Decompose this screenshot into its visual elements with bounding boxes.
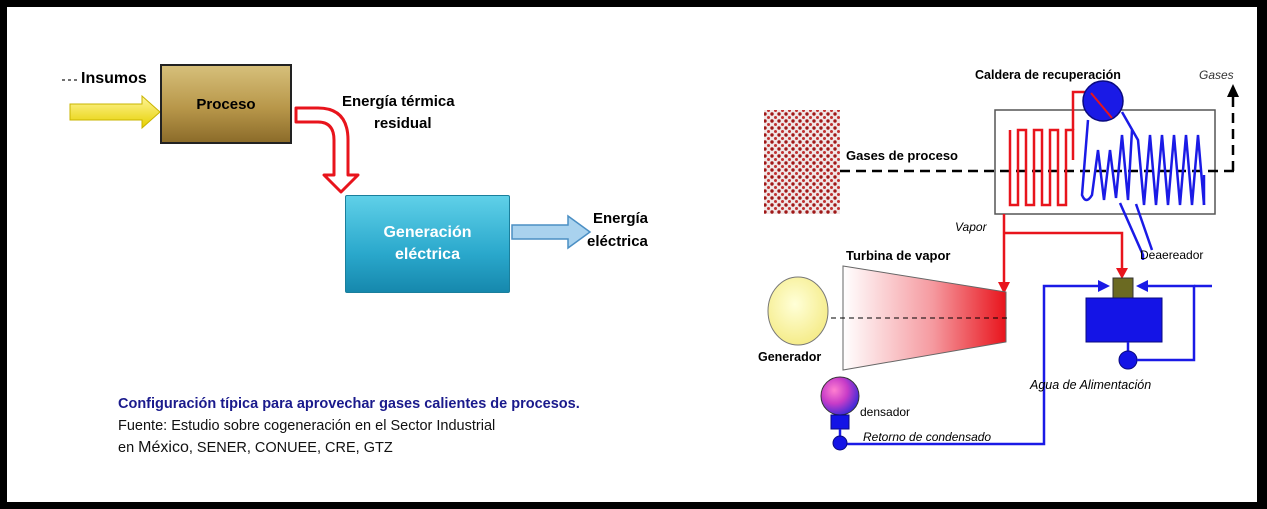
condensate-pump	[832, 435, 848, 451]
proceso-label: Proceso	[196, 95, 256, 113]
condenser-hotwell	[830, 414, 850, 430]
insumos-arrow	[69, 94, 161, 130]
evaporator-coil	[1080, 119, 1134, 202]
gases-label: Gases	[1199, 68, 1234, 82]
generacion-label-line1: Generación	[383, 224, 472, 241]
caption-source-line2: en México, SENER, CONUEE, CRE, GTZ	[118, 439, 393, 456]
steam-pipe-deaerator	[1004, 231, 1124, 273]
deaerator-head	[1112, 277, 1134, 301]
caption: Configuración típica para aprovechar gas…	[118, 393, 588, 459]
turbina-label: Turbina de vapor	[846, 248, 951, 263]
energia-termica-label: Energía térmica	[342, 93, 455, 110]
steam-drum	[1082, 80, 1124, 122]
generator	[767, 276, 829, 346]
retorno-condensado-label: Retorno de condensado	[863, 430, 992, 444]
deaerator-tank	[1085, 297, 1163, 343]
thermal-arrow	[294, 106, 360, 194]
residual-label: residual	[374, 115, 432, 132]
generacion-label-line2: eléctrica	[395, 246, 460, 263]
economizer-coil	[1120, 111, 1206, 206]
insumos-label: Insumos	[81, 70, 147, 87]
superheater-coil	[1008, 128, 1075, 207]
energia-electrica-label-line2: eléctrica	[587, 233, 648, 250]
condenser	[820, 376, 860, 416]
feed-pump	[1118, 350, 1138, 370]
caption-title: Configuración típica para aprovechar gas…	[118, 396, 580, 412]
energia-electrica-label-line1: Energía	[593, 210, 649, 227]
steam-drum-red-line	[1090, 92, 1113, 119]
generador-label: Generador	[758, 350, 822, 364]
agua-alimentacion-label: Agua de Alimentación	[1030, 378, 1152, 392]
electric-arrow	[511, 214, 592, 250]
feedwater-line	[1137, 284, 1196, 362]
proceso-box: Proceso	[160, 64, 292, 144]
process-gas-source	[764, 110, 840, 214]
caption-source-line1: Fuente: Estudio sobre cogeneración en el…	[118, 418, 496, 434]
condensador-label: densador	[860, 405, 911, 419]
condensate-return-line	[846, 284, 1100, 446]
gases-proceso-label: Gases de proceso	[846, 148, 958, 163]
gas-exhaust-arrowhead	[1227, 84, 1239, 97]
steam-riser	[1071, 90, 1085, 130]
generacion-electrica-box: Generación eléctrica	[345, 195, 510, 293]
caldera-label: Caldera de recuperación	[975, 68, 1121, 82]
deaereador-label: Deaereador	[1140, 248, 1204, 262]
vapor-label: Vapor	[955, 220, 987, 234]
